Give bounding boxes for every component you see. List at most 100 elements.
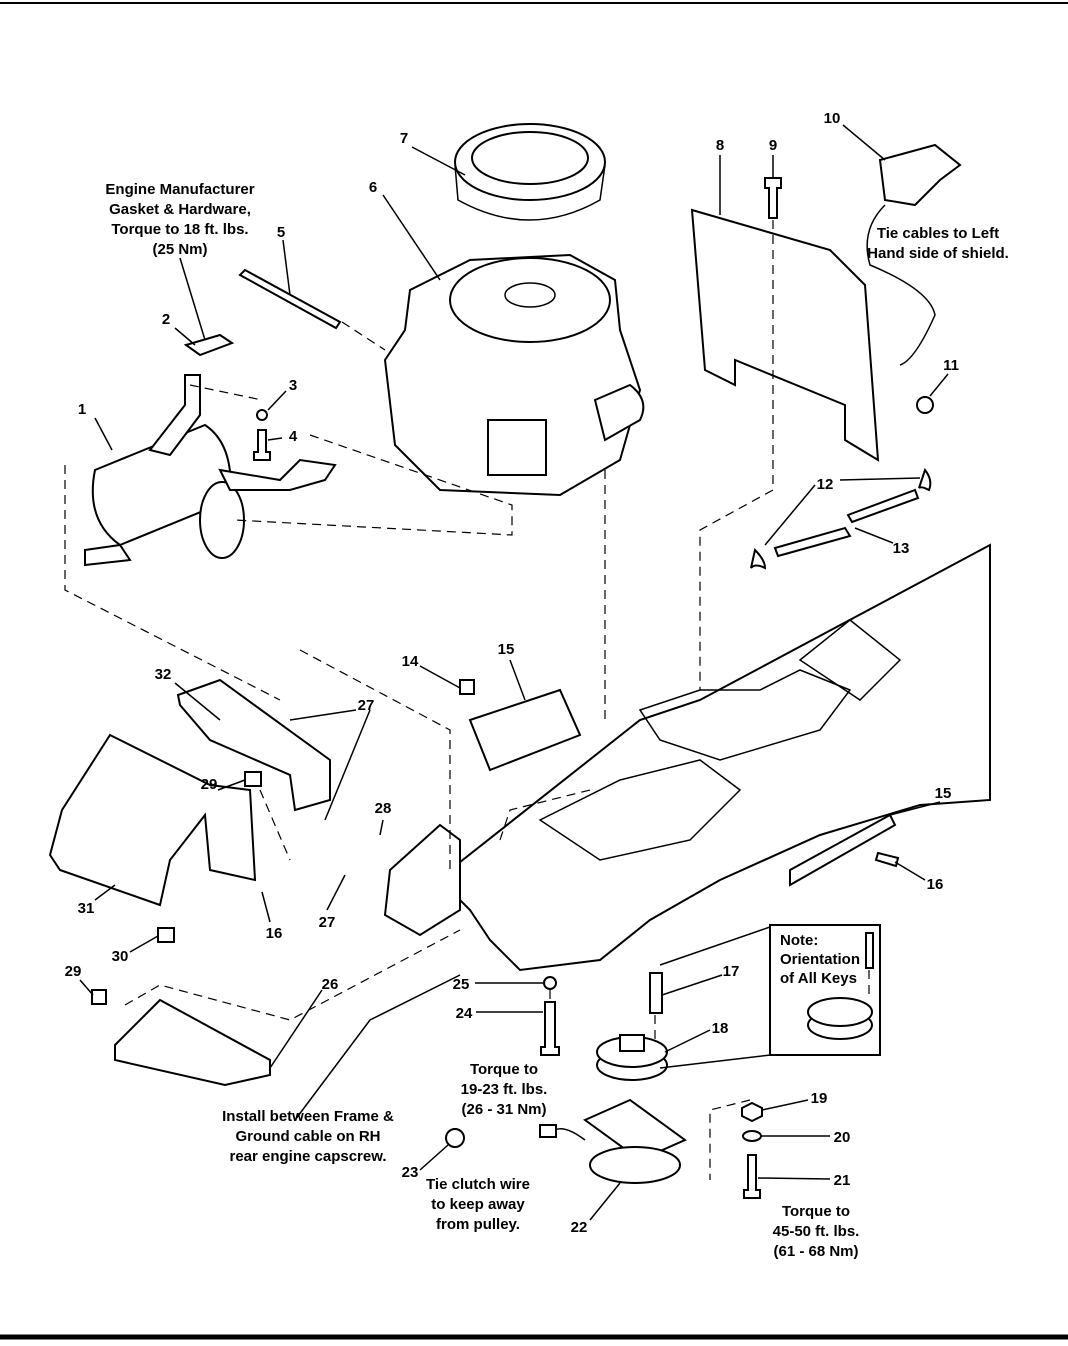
clip-nut — [459, 679, 475, 695]
callout-23: 23 — [402, 1164, 419, 1181]
key — [649, 972, 663, 1014]
plate-26 — [114, 998, 271, 1087]
air-cleaner-ring — [454, 123, 606, 221]
callout-20: 20 — [834, 1129, 851, 1146]
svg-text:(61 - 68 Nm): (61 - 68 Nm) — [773, 1243, 858, 1260]
callout-9: 9 — [769, 137, 777, 154]
callout-29: 29 — [201, 776, 218, 793]
engine — [383, 253, 645, 497]
svg-text:Tie clutch wire: Tie clutch wire — [426, 1176, 530, 1193]
callout-30: 30 — [112, 948, 129, 965]
svg-text:Note:: Note: — [780, 932, 818, 949]
callout-7: 7 — [400, 130, 408, 147]
note-torque-clutch: Torque to 45-50 ft. lbs. (61 - 68 Nm) — [773, 1203, 860, 1260]
callout-15: 15 — [498, 641, 515, 658]
note-ground-cable: Install between Frame & Ground cable on … — [222, 1108, 394, 1165]
stud — [238, 268, 342, 330]
svg-text:19-23 ft. lbs.: 19-23 ft. lbs. — [461, 1081, 548, 1098]
svg-text:45-50 ft. lbs.: 45-50 ft. lbs. — [773, 1223, 860, 1240]
shield-bolt — [764, 177, 782, 219]
callout-18: 18 — [712, 1020, 729, 1037]
hairpin-left — [750, 548, 767, 570]
callout-27: 27 — [358, 697, 375, 714]
callout-17: 17 — [723, 963, 740, 980]
callout-8: 8 — [716, 137, 724, 154]
svg-text:Torque to: Torque to — [782, 1203, 850, 1220]
bracket-32 — [176, 678, 331, 812]
washer-20 — [742, 1130, 762, 1142]
clip-29b — [91, 989, 107, 1005]
bracket-plate — [468, 688, 582, 772]
clutch-wire-clip — [445, 1128, 465, 1148]
note-keys: Note: Orientation of All Keys — [780, 932, 860, 987]
callout-26: 26 — [322, 976, 339, 993]
heat-shield — [690, 208, 880, 462]
bolt — [874, 851, 900, 868]
callout-10: 10 — [824, 110, 841, 127]
bracket-plate-right — [789, 813, 897, 887]
callout-19: 19 — [811, 1090, 828, 1107]
note-engine-gasket: Engine Manufacturer Gasket & Hardware, T… — [105, 181, 254, 258]
clip-29 — [244, 771, 262, 787]
assembly-lines — [64, 321, 774, 1180]
svg-text:of All Keys: of All Keys — [780, 970, 857, 987]
callout-11: 11 — [943, 357, 959, 374]
svg-text:Orientation: Orientation — [780, 951, 860, 968]
cable-clip — [878, 143, 962, 207]
bolt-24 — [540, 1001, 560, 1056]
callout-21: 21 — [834, 1172, 851, 1189]
muffler — [84, 374, 337, 567]
note-torque-pulley: Torque to 19-23 ft. lbs. (26 - 31 Nm) — [461, 1061, 548, 1118]
svg-text:Ground cable on RH: Ground cable on RH — [235, 1128, 380, 1145]
svg-text:(25 Nm): (25 Nm) — [152, 241, 207, 258]
washer — [543, 976, 557, 990]
callout-1: 1 — [78, 401, 86, 418]
callout-leaders — [79, 124, 949, 1221]
svg-text:Tie cables to Left: Tie cables to Left — [877, 225, 999, 242]
callout-2: 2 — [162, 311, 170, 328]
callout-22: 22 — [571, 1219, 588, 1236]
shield-31 — [48, 733, 257, 907]
callout-numbers: 1 2 3 4 5 6 7 8 9 10 11 12 13 14 15 32 2… — [65, 110, 959, 1236]
rod — [773, 526, 852, 558]
callout-29b: 29 — [65, 963, 82, 980]
exhaust-bolt — [253, 429, 271, 461]
svg-text:to keep away: to keep away — [431, 1196, 525, 1213]
callout-5: 5 — [277, 224, 285, 241]
callout-3: 3 — [289, 377, 297, 394]
callout-4: 4 — [289, 428, 298, 445]
clip-30 — [157, 927, 175, 943]
svg-text:(26 - 31 Nm): (26 - 31 Nm) — [461, 1101, 546, 1118]
cable-tie-clip — [916, 396, 934, 414]
callout-25: 25 — [453, 976, 470, 993]
note-clutch-wire: Tie clutch wire to keep away from pulley… — [426, 1176, 530, 1233]
svg-text:from pulley.: from pulley. — [436, 1216, 520, 1233]
bolt-21 — [743, 1154, 761, 1199]
exhaust-gasket — [183, 333, 235, 357]
callout-6: 6 — [369, 179, 377, 196]
pulley — [596, 1034, 668, 1081]
tractor-frame — [449, 543, 991, 972]
keys-note-box — [769, 924, 881, 1056]
hairpin-right — [918, 467, 932, 492]
callout-28: 28 — [375, 800, 392, 817]
callout-31: 31 — [78, 900, 95, 917]
callout-13: 13 — [893, 540, 910, 557]
rod — [846, 488, 920, 524]
lock-washer — [256, 409, 268, 421]
callout-32: 32 — [155, 666, 172, 683]
svg-text:rear engine capscrew.: rear engine capscrew. — [229, 1148, 386, 1165]
callout-27b: 27 — [319, 914, 336, 931]
svg-text:Hand side of shield.: Hand side of shield. — [867, 245, 1009, 262]
svg-text:Torque to 18 ft. lbs.: Torque to 18 ft. lbs. — [111, 221, 248, 238]
svg-text:Engine Manufacturer: Engine Manufacturer — [105, 181, 254, 198]
callout-16b: 16 — [266, 925, 283, 942]
svg-text:Gasket & Hardware,: Gasket & Hardware, — [109, 201, 251, 218]
callout-16: 16 — [927, 876, 944, 893]
callout-24: 24 — [456, 1005, 473, 1022]
callout-15b: 15 — [935, 785, 952, 802]
callout-14: 14 — [402, 653, 419, 670]
svg-text:Torque to: Torque to — [470, 1061, 538, 1078]
svg-text:Install between Frame &: Install between Frame & — [222, 1108, 394, 1125]
